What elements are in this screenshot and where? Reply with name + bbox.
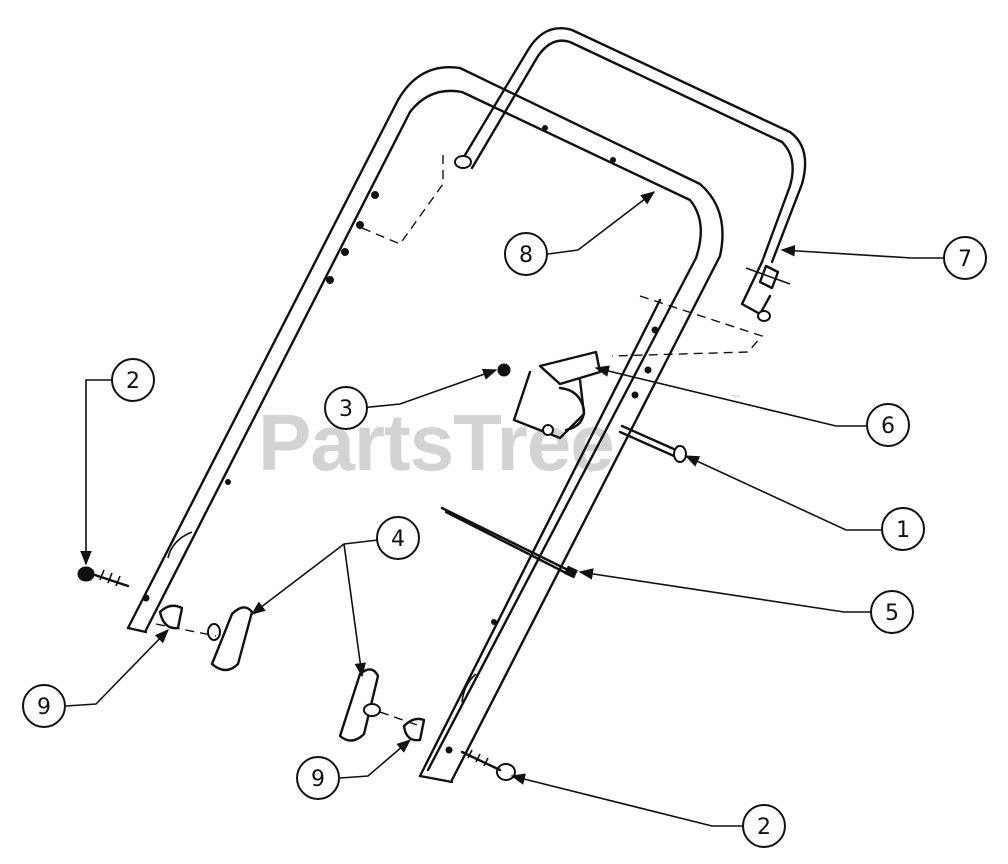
part-5-cable-tie <box>440 506 578 579</box>
callout-4: 4 <box>376 516 420 560</box>
callout-9-left-label: 9 <box>37 695 51 720</box>
callout-3-label: 3 <box>339 397 353 422</box>
callout-6: 6 <box>866 403 910 447</box>
callout-2-top-label: 2 <box>126 369 140 394</box>
part-1-bolt <box>618 424 687 463</box>
callout-9-bottom: 9 <box>296 756 340 800</box>
callout-9-left: 9 <box>22 684 66 728</box>
callout-2-bottom-label: 2 <box>757 815 771 840</box>
part-2-bolt-left <box>77 566 130 588</box>
watermark-trademark: ™ <box>730 393 742 407</box>
leader-lines <box>65 191 943 827</box>
part-4-knob-lower <box>338 668 381 742</box>
callout-1: 1 <box>881 507 925 551</box>
callout-5-label: 5 <box>885 601 899 626</box>
callout-8-label: 8 <box>519 243 533 268</box>
callout-8: 8 <box>504 232 548 276</box>
part-2-bolt-right <box>460 749 516 781</box>
callout-9-bottom-label: 9 <box>311 767 325 792</box>
part-9-washer-left <box>158 604 184 630</box>
part-3-nut <box>497 363 511 377</box>
callout-2-bottom: 2 <box>742 804 786 848</box>
lower-handle <box>126 66 724 784</box>
callout-7: 7 <box>943 236 987 280</box>
callout-6-label: 6 <box>881 414 895 439</box>
callout-5: 5 <box>870 590 914 634</box>
callout-2-top: 2 <box>111 358 155 402</box>
watermark-text: PartsTree <box>258 398 614 487</box>
part-4-knob-upper <box>207 606 254 672</box>
part-7-clip <box>745 264 791 290</box>
callout-7-label: 7 <box>958 247 972 272</box>
callout-4-label: 4 <box>391 527 405 552</box>
callout-1-label: 1 <box>896 518 910 543</box>
callout-3: 3 <box>324 386 368 430</box>
part-9-washer-right <box>402 717 426 742</box>
upper-handle <box>361 27 807 357</box>
